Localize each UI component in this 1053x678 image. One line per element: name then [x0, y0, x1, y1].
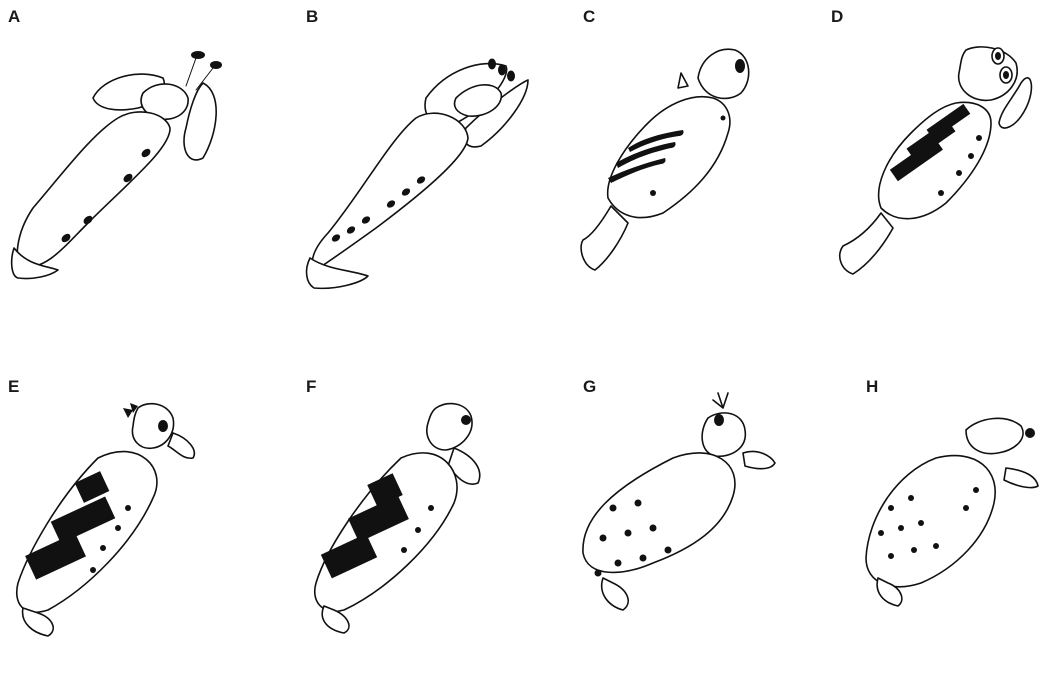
larva-illustration-e [8, 378, 228, 638]
panel-d: D [831, 8, 1053, 308]
larva-illustration-d [831, 8, 1041, 298]
larva-illustration-b [306, 8, 546, 298]
larva-illustration-f [306, 378, 526, 638]
panel-b: B [306, 8, 556, 308]
larva-illustration-c [583, 8, 783, 298]
panel-h: H [866, 378, 1053, 678]
panel-a: A [8, 8, 258, 308]
panel-c: C [583, 8, 833, 308]
larva-illustration-g [583, 378, 803, 638]
larva-illustration-a [8, 8, 248, 298]
panel-g: G [583, 378, 833, 678]
panel-e: E [8, 378, 258, 678]
larva-illustration-h [866, 378, 1046, 638]
panel-f: F [306, 378, 556, 678]
